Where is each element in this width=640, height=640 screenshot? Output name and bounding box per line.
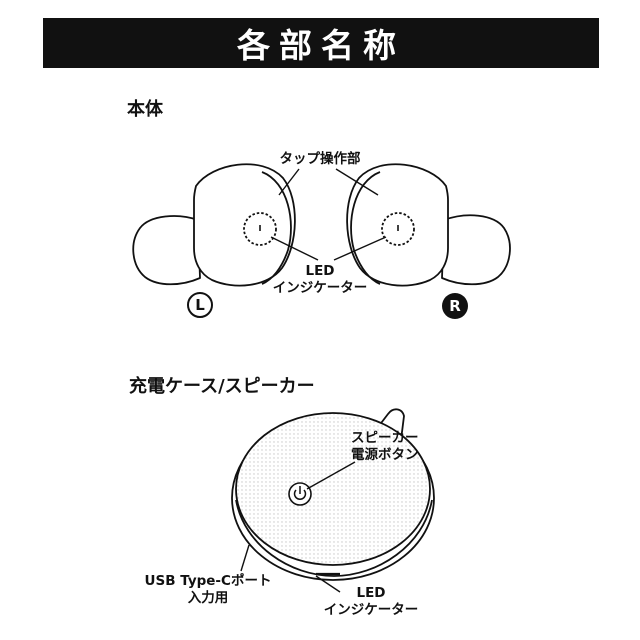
case-leader-lines [240,461,356,593]
right-earbud [346,163,511,287]
case-speaker-grille [235,412,431,566]
charging-case-speaker [231,408,435,581]
right-badge: R [442,293,468,319]
power-button-label-line1: スピーカー [351,430,419,446]
left-earbud [132,163,296,287]
case-rim [235,499,433,577]
case-led-label: LED インジケーター [306,585,436,619]
left-ear-tip [132,215,201,286]
usb-port-label-line2: 入力用 [187,590,229,606]
case-led-label-line2: インジケーター [323,602,419,618]
power-button-label: スピーカー 電源ボタン [351,430,419,464]
page-title: 各部名称 [237,26,405,65]
earbuds-heading: 本体 [127,99,163,120]
right-led-indicator-ring [381,212,415,246]
tap-control-label: タップ操作部 [279,151,361,167]
usb-port-label: USB Type-Cポート 入力用 [129,573,287,607]
right-earbud-body [346,163,449,287]
power-button-label-line2: 電源ボタン [351,447,419,463]
earbud-led-label: LED インジケーター [260,263,380,297]
right-ear-tip [441,214,511,286]
title-banner: 各部名称 [43,18,599,68]
case-heading: 充電ケース/スピーカー [129,376,315,397]
earbud-led-label-line1: LED [305,263,335,279]
power-icon [293,489,307,501]
case-led-label-line1: LED [356,585,386,601]
earbud-leader-lines [270,168,387,261]
usb-port-label-line1: USB Type-Cポート [144,573,272,589]
left-led-indicator-ring [243,212,277,246]
left-tap-area [261,171,292,285]
left-badge: L [187,292,213,318]
earbud-led-label-line2: インジケーター [272,280,368,296]
